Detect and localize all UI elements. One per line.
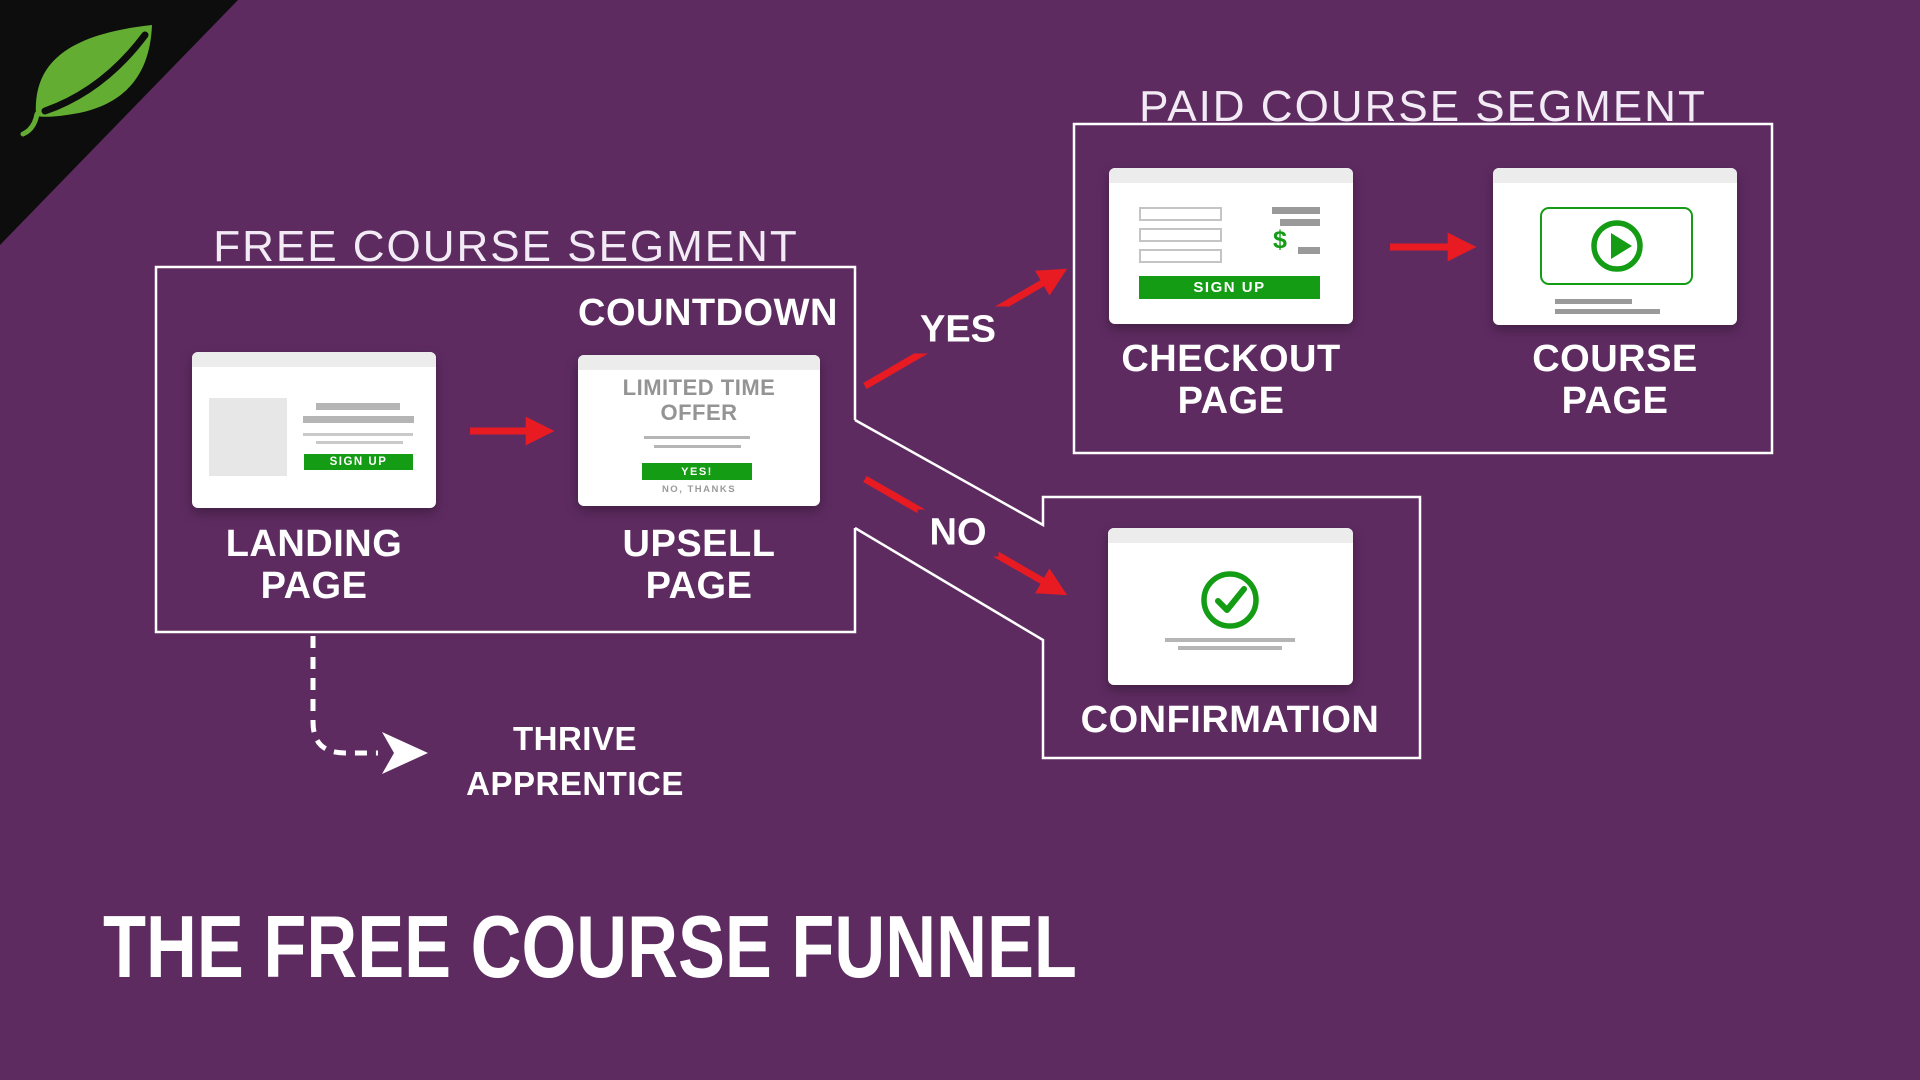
- confirmation-page-mockup: [1108, 528, 1353, 685]
- image-placeholder: [209, 398, 287, 476]
- checkout-label-line2: PAGE: [1177, 380, 1285, 422]
- offer-line1: LIMITED TIME: [622, 375, 776, 400]
- text-placeholder: [316, 403, 400, 410]
- browser-titlebar: [1109, 168, 1353, 183]
- text-placeholder: [316, 441, 403, 444]
- leaf-icon: [20, 25, 153, 137]
- thrive-label-line1: THRIVE: [512, 720, 637, 757]
- free-segment-outline: [154, 265, 857, 634]
- paid-segment-label: PAID COURSE SEGMENT: [1139, 82, 1707, 131]
- confirmation-label: CONFIRMATION: [1080, 699, 1380, 741]
- landing-label-line2: PAGE: [260, 565, 368, 607]
- thrive-apprentice-label: THRIVE APPRENTICE: [425, 716, 725, 806]
- text-placeholder: [1178, 646, 1282, 650]
- checkout-page-mockup: $ SIGN UP: [1109, 168, 1353, 324]
- page-title: THE FREE COURSE FUNNEL: [103, 897, 1077, 996]
- free-segment-label: FREE COURSE SEGMENT: [213, 222, 799, 271]
- text-placeholder: [1272, 207, 1320, 214]
- browser-titlebar: [1108, 528, 1353, 543]
- price-symbol: $: [1273, 226, 1287, 254]
- upsell-page-mockup: LIMITED TIME OFFER YES! NO, THANKS: [578, 355, 820, 506]
- paid-segment-outline: [1072, 122, 1774, 455]
- countdown-label: COUNTDOWN: [578, 292, 838, 334]
- text-placeholder: [303, 416, 414, 423]
- text-placeholder: [303, 433, 413, 436]
- text-placeholder: [1280, 219, 1320, 226]
- text-placeholder: [1555, 309, 1660, 314]
- yes-branch-label: YES: [907, 306, 1009, 354]
- browser-titlebar: [578, 355, 820, 370]
- signup-button: SIGN UP: [1139, 276, 1320, 299]
- checkout-page-label: CHECKOUT PAGE: [1109, 338, 1353, 422]
- text-placeholder: [654, 445, 741, 448]
- offer-line2: OFFER: [660, 400, 738, 425]
- upsell-page-label: UPSELL PAGE: [578, 523, 820, 607]
- landing-page-label: LANDING PAGE: [192, 523, 436, 607]
- thrive-arrow: [310, 636, 378, 756]
- upsell-label-line2: PAGE: [645, 565, 753, 607]
- upsell-label-line1: UPSELL: [622, 523, 776, 565]
- form-field: [1139, 228, 1222, 242]
- browser-titlebar: [192, 352, 436, 367]
- checkout-label-line1: CHECKOUT: [1121, 338, 1341, 380]
- signup-button: SIGN UP: [304, 454, 413, 470]
- video-frame: [1540, 207, 1693, 285]
- form-field: [1139, 207, 1222, 221]
- course-page-label: COURSE PAGE: [1532, 338, 1698, 422]
- form-field: [1139, 249, 1222, 263]
- text-placeholder: [644, 436, 750, 439]
- yes-button: YES!: [642, 463, 752, 480]
- no-branch-label: NO: [917, 509, 999, 557]
- checkmark-icon: [1201, 571, 1259, 629]
- course-page-mockup: [1493, 168, 1737, 325]
- landing-page-mockup: SIGN UP: [192, 352, 436, 508]
- thrive-arrowhead-icon: [382, 732, 428, 774]
- landing-label-line1: LANDING: [225, 523, 403, 565]
- text-placeholder: [1165, 638, 1295, 642]
- thrive-label-line2: APPRENTICE: [466, 765, 684, 802]
- no-thanks-link: NO, THANKS: [661, 484, 737, 495]
- limited-offer-text: LIMITED TIME OFFER: [578, 375, 820, 425]
- play-icon: [1591, 220, 1643, 272]
- browser-titlebar: [1493, 168, 1737, 183]
- text-placeholder: [1555, 299, 1632, 304]
- confirmation-outline: [854, 418, 1422, 760]
- text-placeholder: [1298, 247, 1320, 254]
